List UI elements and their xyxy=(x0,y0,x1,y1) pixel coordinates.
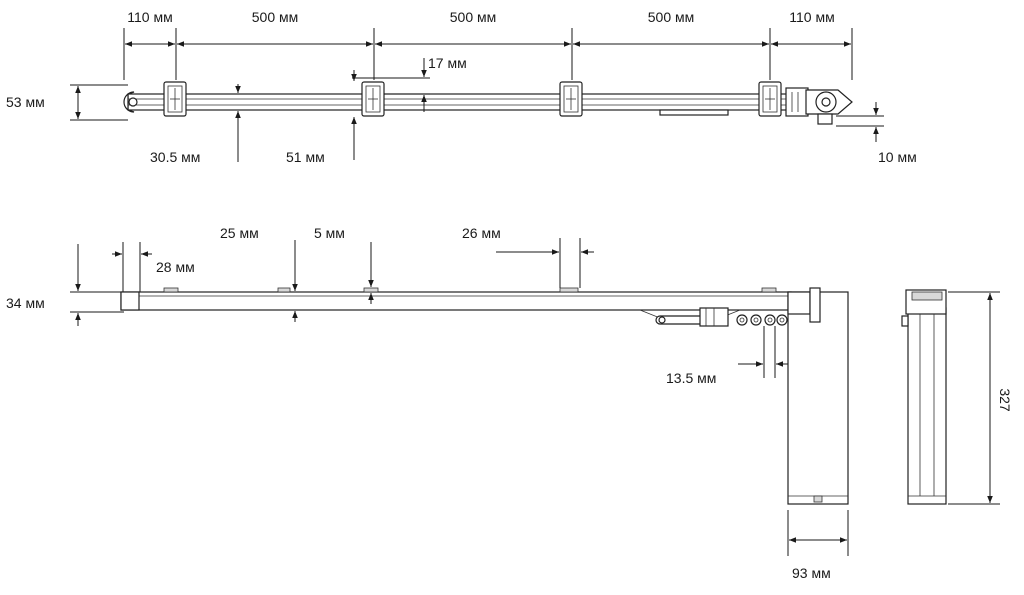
bracket xyxy=(361,81,385,117)
dim-label: 25 мм xyxy=(220,225,259,241)
track-rail xyxy=(127,93,801,111)
dim-label: 51 мм xyxy=(286,149,325,165)
pulley xyxy=(750,314,762,326)
dim-label: 93 мм xyxy=(792,565,831,581)
dim-label: 110 мм xyxy=(127,9,172,25)
end-cap xyxy=(123,91,135,113)
side-view: 34 мм 28 мм 25 мм 5 мм 26 мм xyxy=(6,225,849,581)
dim-label: 10 мм xyxy=(878,149,917,165)
top-view: 110 мм 500 мм 500 мм 500 мм 110 мм 53 мм xyxy=(6,9,917,165)
dim-label: 13.5 мм xyxy=(666,370,716,386)
dim-label: 500 мм xyxy=(450,9,497,25)
end-cap-hole xyxy=(128,97,138,107)
end-cap-side xyxy=(120,291,140,311)
dim-label: 34 мм xyxy=(6,295,45,311)
motor-body-side xyxy=(787,287,849,505)
nub xyxy=(761,287,777,293)
nub xyxy=(363,287,379,293)
dim-label: 53 мм xyxy=(6,94,45,110)
linkage-arm xyxy=(655,307,729,327)
pulley xyxy=(764,314,776,326)
bracket xyxy=(758,81,782,117)
motor-body-front xyxy=(907,307,947,505)
dim-label: 5 мм xyxy=(314,225,345,241)
dim-label: 28 мм xyxy=(156,259,195,275)
rail-plate xyxy=(659,109,729,116)
bracket xyxy=(163,81,187,117)
motor-head-top xyxy=(785,87,853,125)
dim-label: 30.5 мм xyxy=(150,149,200,165)
pulley xyxy=(776,314,788,326)
motor-cap xyxy=(911,291,943,301)
dim-label: 110 мм xyxy=(789,9,834,25)
bracket xyxy=(559,81,583,117)
dim-label: 26 мм xyxy=(462,225,501,241)
dim-label: 500 мм xyxy=(648,9,695,25)
nub xyxy=(559,287,579,293)
side-clip xyxy=(901,315,909,327)
nub xyxy=(277,287,291,293)
dim-label: 327 xyxy=(997,388,1013,412)
front-view: 327 xyxy=(901,289,1013,505)
track-side xyxy=(120,291,792,311)
pulley xyxy=(736,314,748,326)
dim-label: 17 мм xyxy=(428,55,467,71)
dim-label: 500 мм xyxy=(252,9,299,25)
nub xyxy=(163,287,179,293)
